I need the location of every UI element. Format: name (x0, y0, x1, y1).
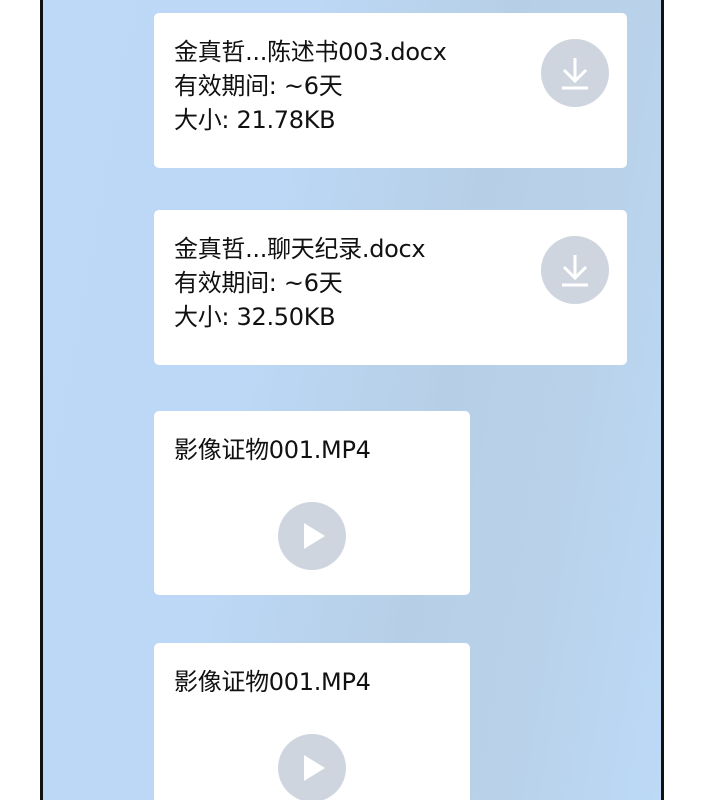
file-name: 金真哲...聊天纪录.docx (174, 235, 426, 263)
download-icon (562, 58, 588, 90)
video-name: 影像证物001.MP4 (174, 436, 371, 464)
chat-screen: 金真哲...陈述书003.docx 有效期间: ~6天 大小: 21.78KB … (40, 0, 664, 800)
play-button[interactable] (278, 502, 346, 570)
video-message-card[interactable]: 影像证物001.MP4 (154, 643, 470, 800)
download-button[interactable] (541, 39, 609, 107)
download-button[interactable] (541, 236, 609, 304)
play-icon (304, 755, 325, 781)
file-validity: 有效期间: ~6天 (174, 269, 343, 297)
file-size: 大小: 32.50KB (174, 303, 336, 331)
file-size: 大小: 21.78KB (174, 106, 336, 134)
video-name: 影像证物001.MP4 (174, 668, 371, 696)
file-message-card[interactable]: 金真哲...聊天纪录.docx 有效期间: ~6天 大小: 32.50KB (154, 210, 627, 365)
file-validity: 有效期间: ~6天 (174, 72, 343, 100)
file-message-card[interactable]: 金真哲...陈述书003.docx 有效期间: ~6天 大小: 21.78KB (154, 13, 627, 168)
download-icon (562, 255, 588, 287)
video-message-card[interactable]: 影像证物001.MP4 (154, 411, 470, 595)
play-button[interactable] (278, 734, 346, 800)
file-name: 金真哲...陈述书003.docx (174, 38, 447, 66)
play-icon (304, 523, 325, 549)
